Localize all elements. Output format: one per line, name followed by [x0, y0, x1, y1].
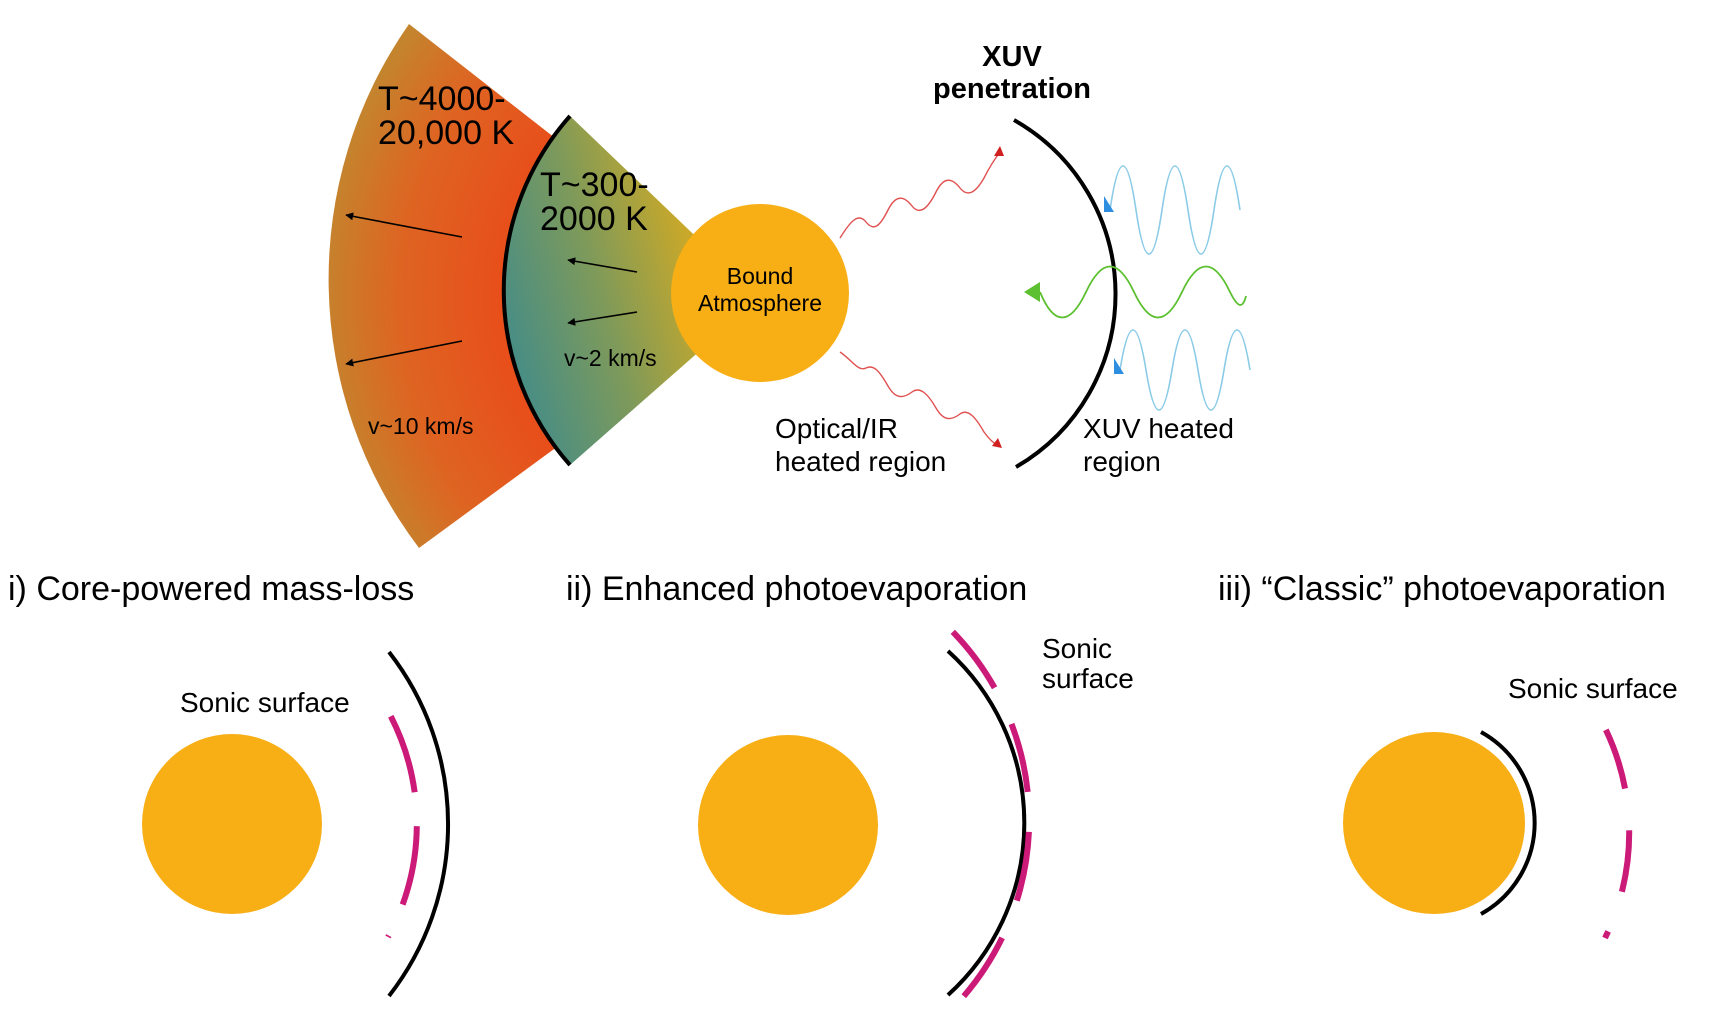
optical-ir-arrowhead	[994, 146, 1004, 156]
xuv-wave-lower	[1119, 329, 1251, 411]
panel-title-enhanced: ii) Enhanced photoevaporation	[566, 570, 1027, 608]
optical-ir-arrowhead	[992, 438, 1002, 448]
boundary-arc	[501, 114, 572, 467]
xuv-heated-label: region	[1083, 446, 1161, 477]
xuv-wave-upper	[1109, 165, 1241, 255]
planet-classic	[1343, 732, 1525, 914]
bound-atmosphere-label: Atmosphere	[698, 290, 822, 316]
outer-temperature-label: 20,000 K	[378, 114, 514, 152]
xuv-wave-middle	[1039, 265, 1247, 319]
optical-ir-label: heated region	[775, 446, 946, 477]
optical-ir-wave	[839, 351, 1001, 447]
panel-title-classic: iii) “Classic” photoevaporation	[1218, 570, 1666, 608]
xuv-blue-arrow	[1114, 358, 1124, 374]
flow-boundary-classic	[1480, 730, 1537, 916]
xuv-penetration-title: penetration	[933, 73, 1091, 105]
sonic-surface-label-enhanced: surface	[1042, 663, 1134, 694]
bound-atmosphere-planet	[671, 204, 849, 382]
sonic-surface-label-core: Sonic surface	[180, 687, 350, 718]
bound-atmosphere-label: Bound	[727, 263, 794, 289]
outer-velocity-label: v~10 km/s	[368, 413, 473, 439]
optical-ir-wave	[839, 151, 1001, 239]
outer-temperature-label: T~4000-	[378, 80, 506, 118]
xuv-penetration-title: XUV	[982, 41, 1042, 73]
flow-boundary-core-powered	[387, 650, 450, 998]
sonic-surface-classic	[1602, 726, 1633, 940]
inner-temperature-label: T~300-	[540, 166, 649, 204]
planet-core-powered	[142, 734, 322, 914]
sonic-surface-core-powered	[385, 709, 420, 939]
xuv-penetration-arc	[1013, 118, 1118, 469]
planet-enhanced	[698, 735, 878, 915]
velocity-arrow	[345, 212, 463, 238]
sonic-surface-label-classic: Sonic surface	[1508, 673, 1678, 704]
velocity-arrow	[567, 257, 638, 273]
xuv-green-arrow	[1024, 282, 1040, 302]
panel-title-core-powered: i) Core-powered mass-loss	[8, 570, 414, 608]
xuv-heated-label: XUV heated	[1083, 413, 1234, 444]
velocity-arrow	[345, 340, 463, 367]
sonic-surface-enhanced	[947, 626, 1033, 1011]
sonic-surface-label-enhanced: Sonic	[1042, 633, 1112, 664]
velocity-arrow	[567, 311, 638, 326]
flow-boundary-enhanced	[946, 649, 1027, 997]
inner-warm-wedge	[503, 116, 760, 465]
optical-ir-label: Optical/IR	[775, 413, 898, 444]
xuv-blue-arrow	[1104, 196, 1114, 212]
inner-temperature-label: 2000 K	[540, 200, 648, 238]
inner-velocity-label: v~2 km/s	[564, 345, 657, 371]
